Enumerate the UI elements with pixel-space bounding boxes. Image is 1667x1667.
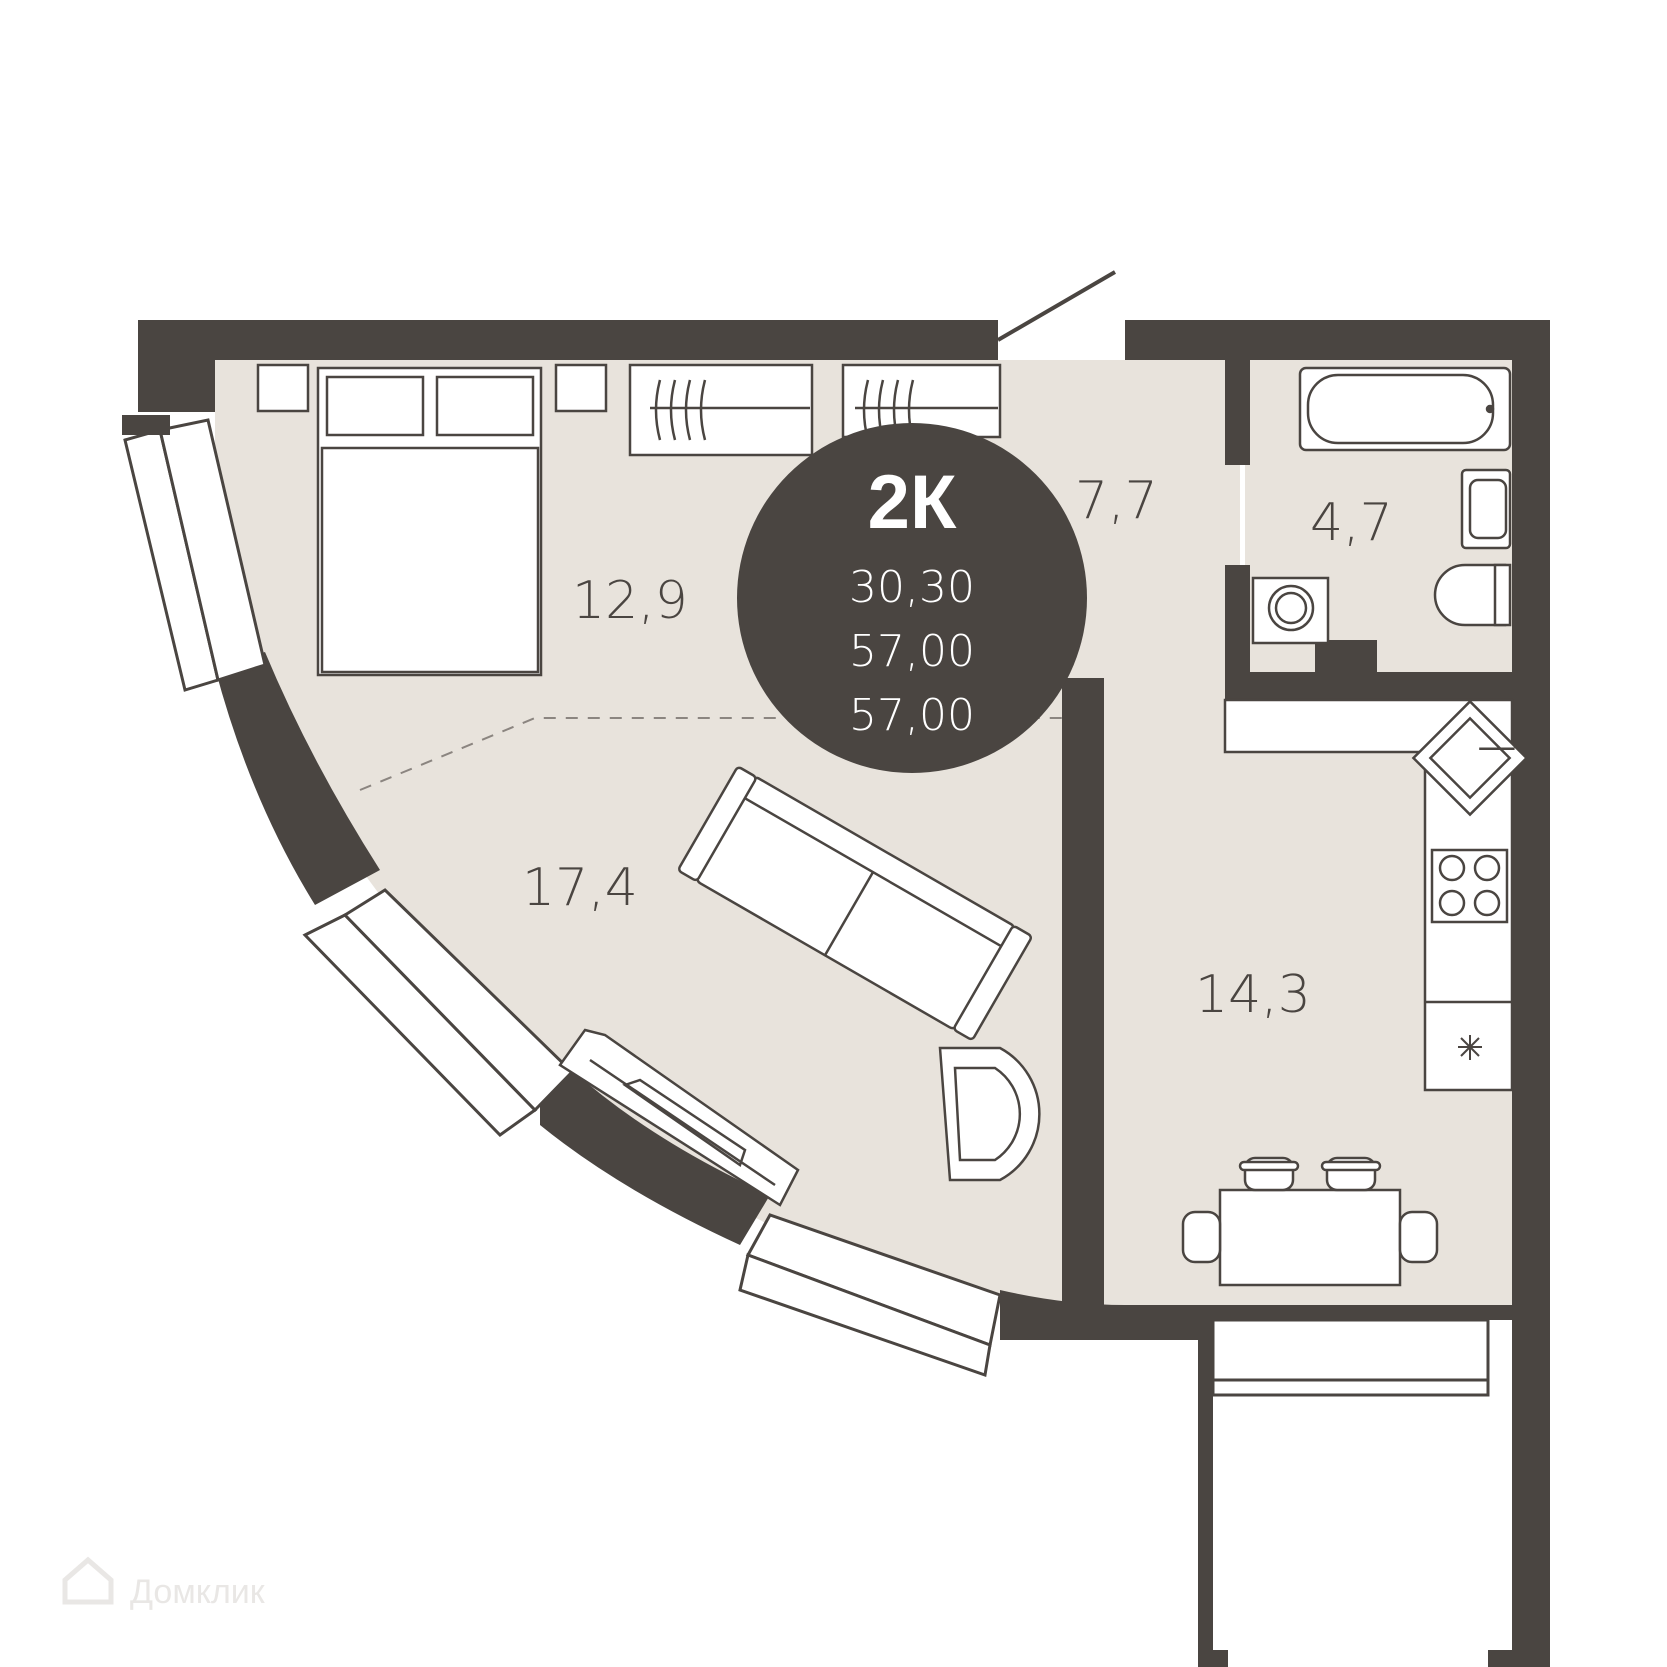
badge-living-area: 30,30: [849, 562, 975, 613]
apartment-badge: 2К 30,30 57,00 57,00: [737, 423, 1087, 773]
home-logo-icon: [62, 1556, 114, 1605]
kitchen-sink-icon: [1411, 699, 1529, 817]
room-area-bathroom: 4,7: [1310, 493, 1393, 553]
double-bed-icon: [256, 363, 608, 677]
window-bottom: [738, 1213, 1002, 1377]
sofa-icon: [677, 766, 1033, 1041]
windows: [122, 270, 1490, 1397]
kitchen-counter: [1223, 698, 1514, 1092]
washing-machine-icon: [1251, 576, 1330, 645]
room-area-hall: 7,7: [1075, 471, 1158, 531]
dining-table-icon: [1181, 1156, 1439, 1287]
badge-title: 2К: [868, 460, 957, 545]
tv-stand-icon: [558, 1028, 800, 1207]
badge-total-area-2: 57,00: [849, 690, 975, 741]
window-kitchen: [1211, 1318, 1490, 1397]
fridge-icon: [1458, 1035, 1482, 1060]
room-area-living: 17,4: [522, 858, 638, 918]
entrance-door: [996, 270, 1117, 342]
room-area-bedroom: 12,9: [572, 571, 688, 631]
room-area-kitchen: 14,3: [1195, 965, 1311, 1025]
badge-total-area: 57,00: [849, 626, 975, 677]
walls: [138, 320, 1550, 1667]
armchair-icon: [938, 1046, 1041, 1182]
bathtub-icon: [1298, 366, 1512, 452]
sink-icon: [1460, 468, 1512, 550]
watermark-text: Домклик: [130, 1573, 266, 1611]
watermark: Домклик: [62, 1556, 266, 1611]
toilet-icon: [1433, 563, 1512, 627]
window-left: [122, 415, 267, 692]
cooktop-icon: [1430, 848, 1509, 924]
